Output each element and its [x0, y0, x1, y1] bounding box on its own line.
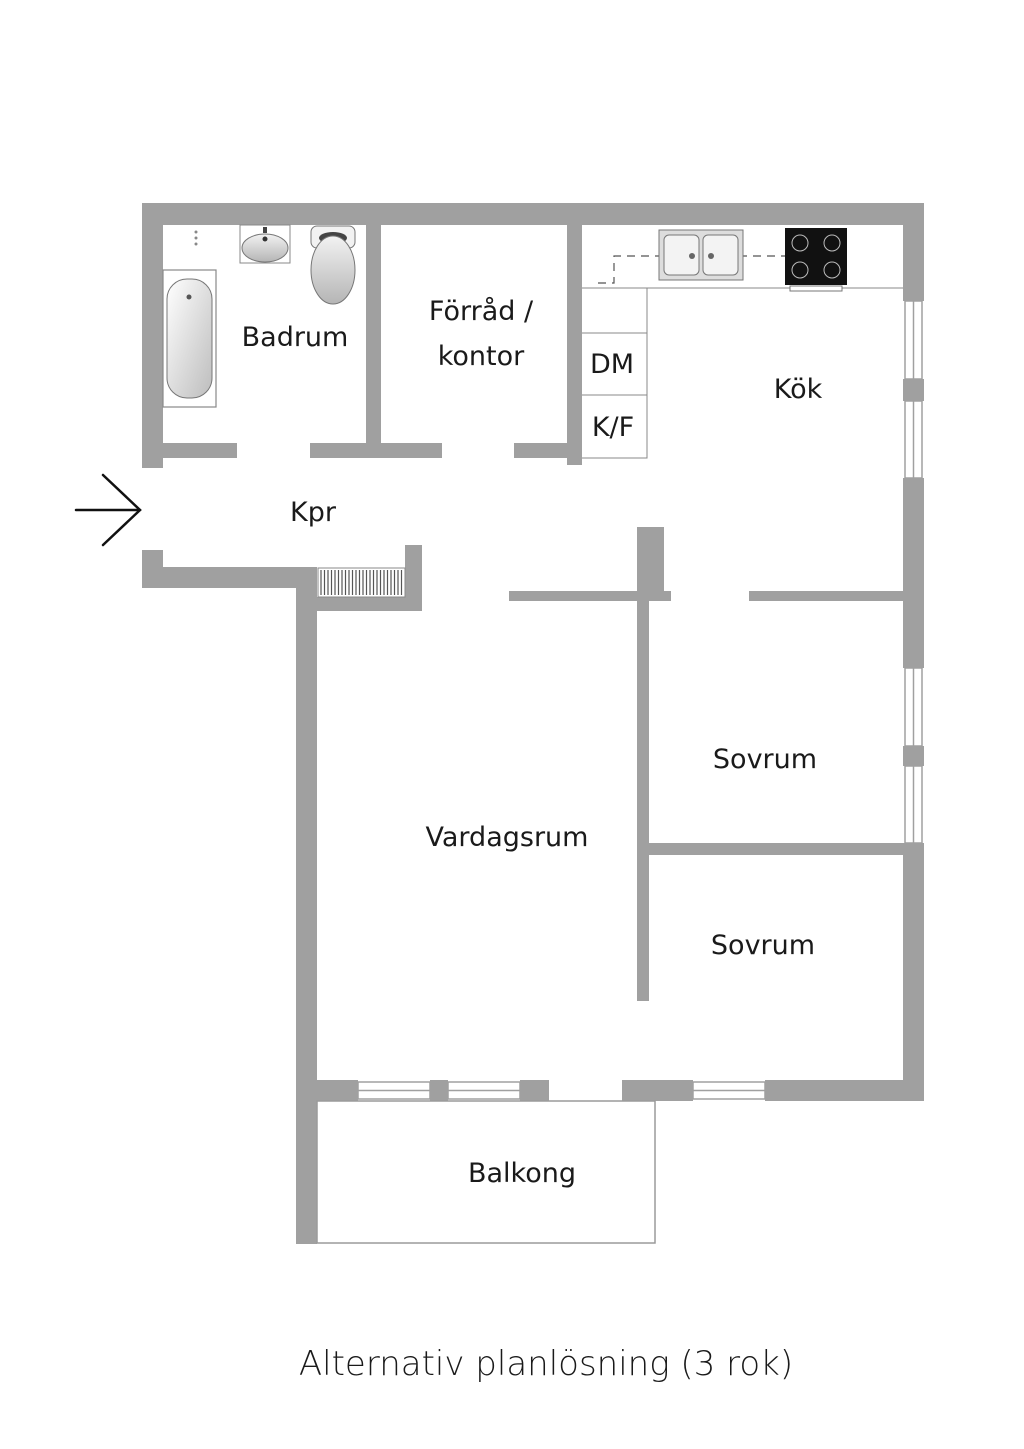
balcony-outline: [316, 1100, 656, 1244]
bathtub-icon: [162, 269, 217, 408]
window-icon: [357, 1081, 431, 1100]
window-icon: [904, 765, 923, 844]
sink-icon: [658, 229, 744, 281]
wall-bottom-2: [430, 1080, 448, 1101]
wall-right-5: [903, 843, 924, 1101]
stove-icon: [785, 228, 847, 292]
wall-bath-storage: [366, 225, 381, 458]
wall-bath-bottom-b: [310, 443, 442, 458]
window-icon: [904, 300, 923, 380]
wall-right-4: [903, 746, 924, 766]
toilet-icon: [310, 225, 356, 305]
shower-icon: [194, 230, 198, 246]
window-icon: [904, 400, 923, 479]
wall-bedroom-top: [749, 591, 903, 601]
wall-stair-right: [405, 545, 422, 611]
appliance-label-kf: K/F: [592, 412, 634, 443]
washbasin-icon: [239, 224, 291, 264]
room-label-badrum: Badrum: [242, 322, 349, 353]
room-label-forrad-line2: kontor: [438, 341, 525, 372]
appliance-label-dm: DM: [590, 349, 634, 380]
wall-bedroom-divider: [649, 843, 903, 855]
wall-right-2: [903, 379, 924, 401]
wall-living-left: [296, 567, 317, 1244]
wall-bottom-4: [622, 1080, 693, 1101]
window-icon: [692, 1081, 766, 1100]
wall-right-1: [903, 203, 924, 301]
plan-caption: Alternativ planlösning (3 rok): [299, 1344, 793, 1384]
wall-living-bedroom: [637, 591, 649, 1001]
wall-hall-bottom: [142, 567, 317, 588]
wall-left-upper: [142, 203, 163, 468]
room-label-sovrum-lower: Sovrum: [711, 930, 815, 961]
room-label-forrad-line1: Förråd /: [429, 296, 534, 327]
room-label-vardagsrum: Vardagsrum: [426, 822, 589, 853]
wall-bath-bottom-a: [163, 443, 237, 458]
room-label-kok: Kök: [774, 374, 823, 405]
window-icon: [904, 667, 923, 747]
wall-right-3: [903, 478, 924, 668]
wall-top: [142, 203, 924, 225]
room-label-balkong: Balkong: [468, 1158, 576, 1189]
wall-column: [637, 527, 664, 591]
walls: [142, 203, 924, 1244]
countertop: [582, 287, 903, 459]
entrance-arrow-icon: [74, 473, 142, 547]
room-label-kpr: Kpr: [290, 497, 337, 528]
wall-stair-bottom: [317, 597, 422, 611]
wall-storage-kitchen: [567, 225, 582, 465]
window-icon: [447, 1081, 521, 1100]
wall-living-top: [509, 591, 671, 601]
wall-bottom-1: [317, 1080, 358, 1101]
windows: [357, 300, 923, 1100]
wall-bottom-5: [765, 1080, 924, 1101]
wall-storage-bottom: [514, 443, 574, 458]
room-label-sovrum-upper: Sovrum: [713, 744, 817, 775]
stair-icon: [317, 567, 406, 598]
wall-bottom-3: [520, 1080, 549, 1101]
